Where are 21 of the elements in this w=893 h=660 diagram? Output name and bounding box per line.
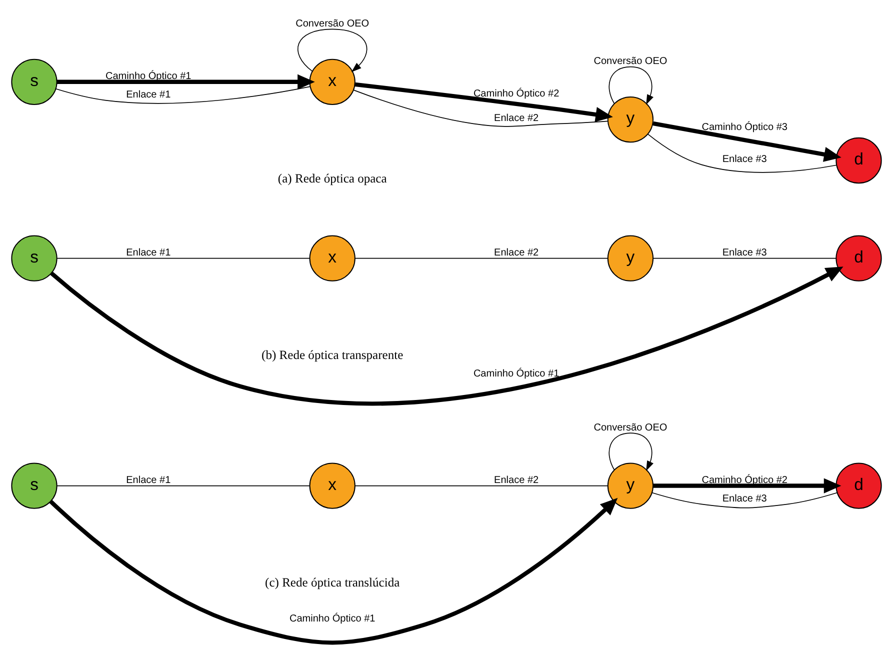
edge-label: Caminho Óptico #1 xyxy=(106,70,192,82)
label: (c) Rede óptica translúcida xyxy=(265,575,400,590)
edge-label: Conversão OEO xyxy=(594,422,668,433)
edge-label: Enlace #2 xyxy=(494,246,539,258)
edge-label: Enlace #1 xyxy=(126,88,171,100)
edge-label: Caminho Óptico #1 xyxy=(289,613,376,624)
edge-label: Caminho Óptico #2 xyxy=(473,88,560,100)
edge-label: Enlace #3 xyxy=(722,246,767,258)
edge-label: Enlace #3 xyxy=(722,153,767,164)
edge-label: Conversão OEO xyxy=(296,18,370,29)
edge-label: Enlace #1 xyxy=(126,246,171,258)
edge-label: Conversão OEO xyxy=(594,56,668,66)
edge-label: Enlace #3 xyxy=(722,492,767,504)
edge-label: Caminho Óptico #1 xyxy=(473,368,560,380)
label: (a) Rede óptica opaca xyxy=(278,171,387,186)
edge-label: Enlace #2 xyxy=(494,474,539,486)
edge-label: Caminho Óptico #3 xyxy=(702,122,788,133)
edge-label: Caminho Óptico #2 xyxy=(702,474,788,486)
edge-label: Enlace #1 xyxy=(126,474,171,486)
label: (b) Rede óptica transparente xyxy=(262,348,404,362)
edge-label: Enlace #2 xyxy=(494,112,539,124)
